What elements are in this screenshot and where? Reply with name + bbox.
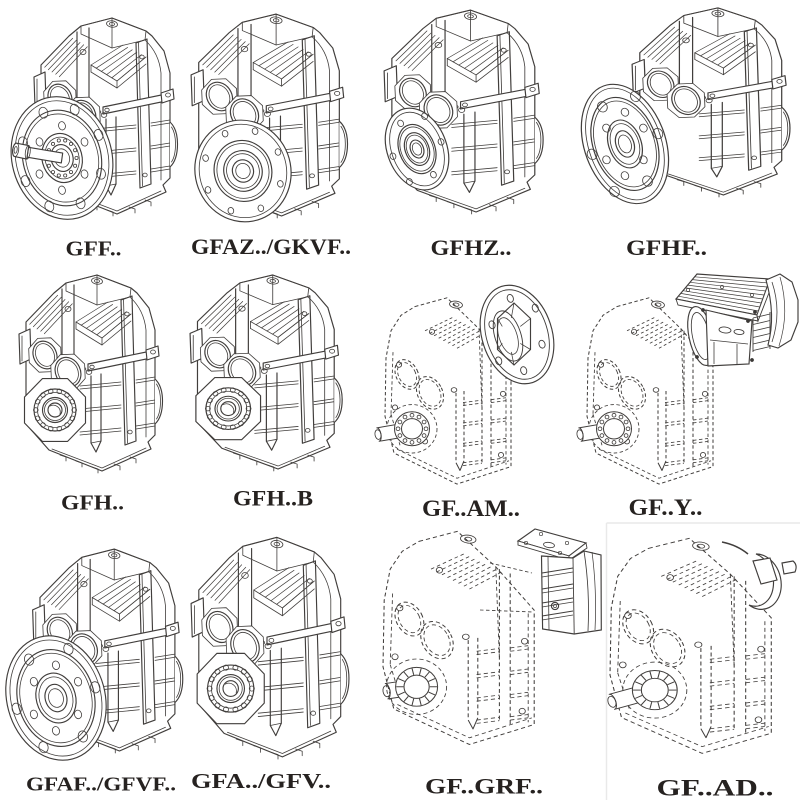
svg-text:GFH..B: GFH..B: [233, 487, 313, 511]
svg-text:GF..AD..: GF..AD..: [657, 776, 774, 800]
svg-text:GFA../GFV..: GFA../GFV..: [191, 769, 331, 793]
svg-text:GFAF../GFVF..: GFAF../GFVF..: [26, 774, 176, 796]
svg-text:GFAZ../GKVF..: GFAZ../GKVF..: [191, 234, 351, 259]
svg-text:GFHF..: GFHF..: [626, 235, 707, 260]
svg-text:GFF..: GFF..: [66, 237, 122, 261]
svg-text:GFH..: GFH..: [61, 491, 124, 515]
svg-text:GF..Y..: GF..Y..: [629, 495, 703, 520]
svg-text:GF..GRF..: GF..GRF..: [425, 774, 543, 799]
svg-text:GFHZ..: GFHZ..: [431, 235, 512, 260]
svg-text:GF..AM..: GF..AM..: [422, 496, 520, 521]
